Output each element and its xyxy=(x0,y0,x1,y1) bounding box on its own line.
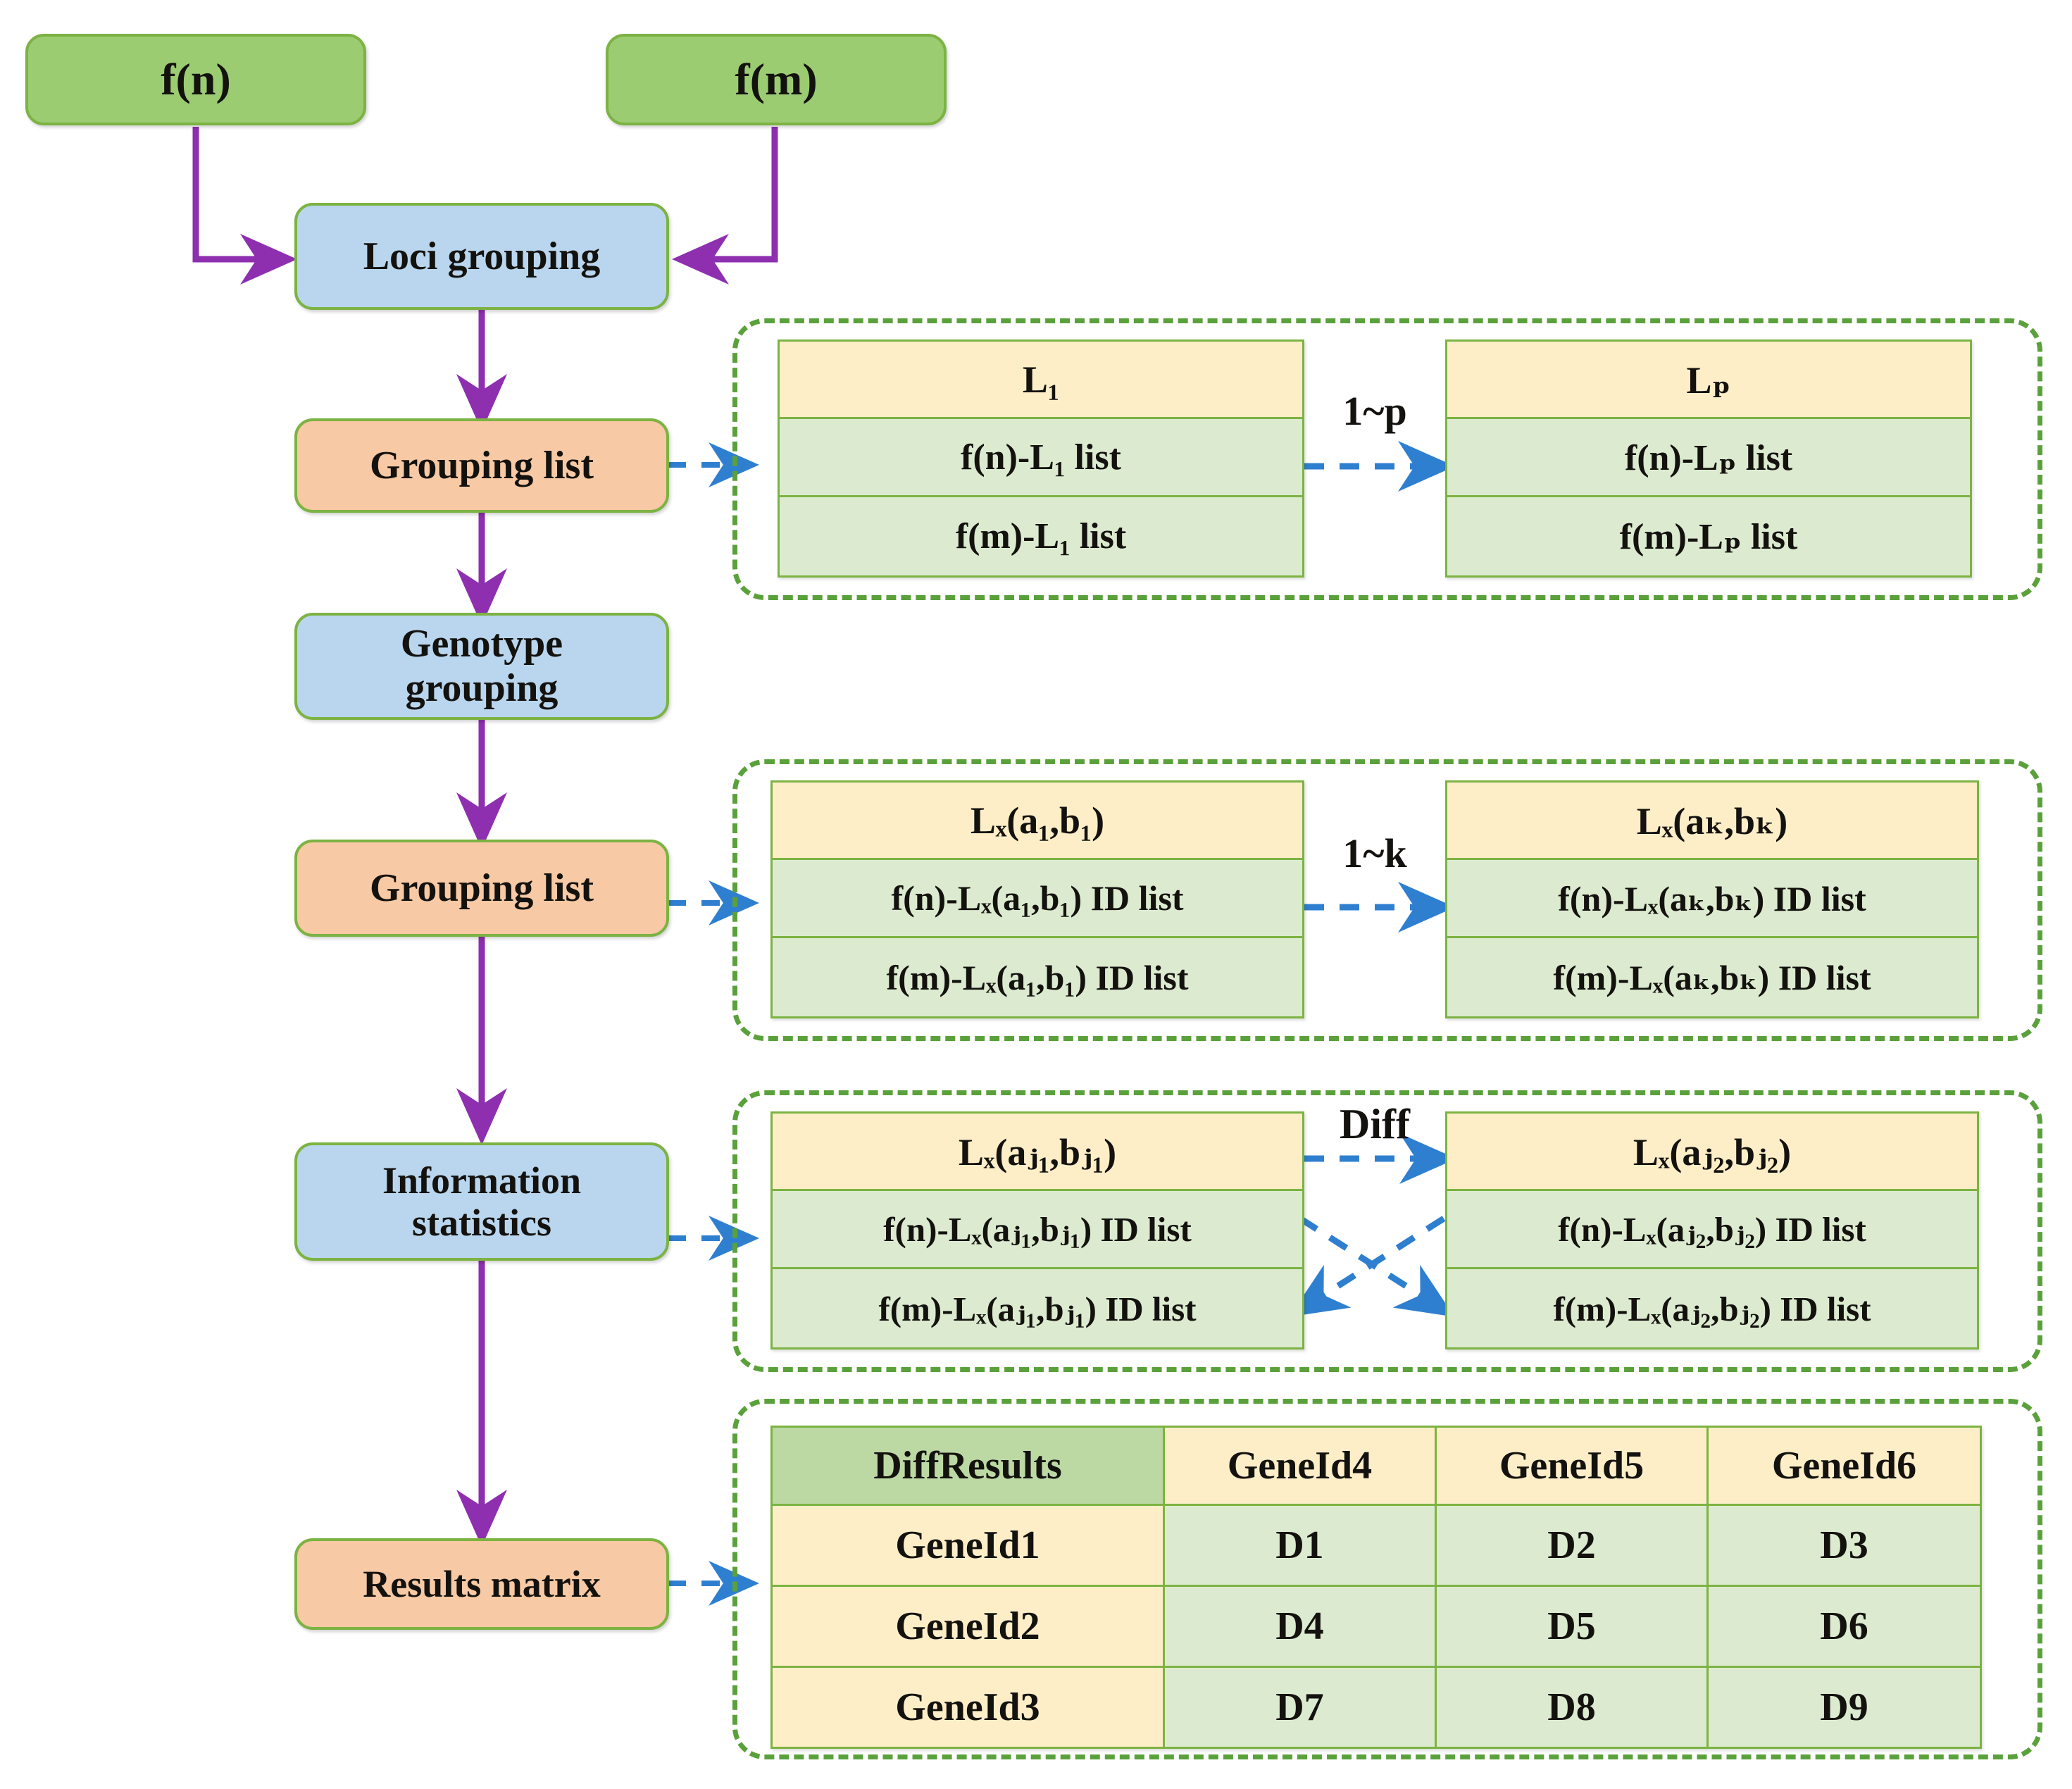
results-matrix-table[interactable]: DiffResults GeneId4 GeneId5 GeneId6 Gene… xyxy=(770,1426,1982,1749)
loop-label-1-to-p: 1~p xyxy=(1342,388,1407,434)
table-row: GeneId1 D1 D2 D3 xyxy=(770,1504,1982,1587)
flow-node-grouping-list-1[interactable]: Grouping list xyxy=(294,418,669,513)
matrix-cell: D5 xyxy=(1434,1585,1709,1668)
matrix-cell: D6 xyxy=(1706,1585,1982,1668)
matrix-cell: D8 xyxy=(1434,1666,1709,1749)
card-row-fm: f(m)-L₁ list xyxy=(780,497,1302,575)
table-row: GeneId2 D4 D5 D6 xyxy=(770,1585,1982,1668)
column-header-2: GeneId5 xyxy=(1434,1426,1709,1506)
flow-node-results-matrix-label: Results matrix xyxy=(363,1562,601,1605)
card-head: Lₓ(a₁,b₁) xyxy=(773,783,1302,861)
input-node-fm[interactable]: f(m) xyxy=(606,34,947,125)
card-row-fn: f(n)-Lₚ list xyxy=(1447,419,1970,498)
loci-grouping-panel-container xyxy=(732,318,2042,600)
row-header-2: GeneId2 xyxy=(770,1585,1165,1668)
diff-panel-container xyxy=(732,1090,2042,1372)
matrix-cell: D9 xyxy=(1706,1666,1982,1749)
card-row-fn: f(n)-L₁ list xyxy=(780,419,1302,498)
loci-grouping-card-l1[interactable]: L₁ f(n)-L₁ list f(m)-L₁ list xyxy=(778,339,1304,578)
loci-grouping-card-lp[interactable]: Lₚ f(n)-Lₚ list f(m)-Lₚ list xyxy=(1445,339,1972,578)
results-matrix-panel-container xyxy=(732,1399,2042,1759)
genotype-grouping-panel-container xyxy=(732,759,2042,1041)
flow-node-loci-grouping-label: Loci grouping xyxy=(363,234,601,278)
matrix-cell: D4 xyxy=(1162,1585,1437,1668)
flow-node-genotype-grouping[interactable]: Genotype grouping xyxy=(294,613,669,720)
loop-label-diff: Diff xyxy=(1340,1101,1410,1147)
card-row-fm: f(m)-Lₓ(a₁,b₁) ID list xyxy=(773,938,1302,1016)
row-header-3: GeneId3 xyxy=(770,1666,1165,1749)
card-head: Lₓ(aₖ,bₖ) xyxy=(1447,783,1977,861)
card-row-fm: f(m)-Lₓ(aⱼ₂,bⱼ₂) ID list xyxy=(1447,1269,1977,1347)
card-head: Lₓ(aⱼ₂,bⱼ₂) xyxy=(1447,1114,1977,1192)
arrow-fn-to-loci xyxy=(192,127,297,285)
matrix-cell: D7 xyxy=(1162,1666,1437,1749)
diff-card-j1[interactable]: Lₓ(aⱼ₁,bⱼ₁) f(n)-Lₓ(aⱼ₁,bⱼ₁) ID list f(m… xyxy=(770,1111,1304,1349)
input-node-fn-label: f(n) xyxy=(161,54,231,105)
flow-node-information-statistics[interactable]: Information statistics xyxy=(294,1142,669,1261)
table-row: GeneId3 D7 D8 D9 xyxy=(770,1666,1982,1749)
flow-node-genotype-grouping-label-line2: grouping xyxy=(405,666,558,710)
matrix-cell: D3 xyxy=(1706,1504,1982,1587)
card-row-fm: f(m)-Lₓ(aₖ,bₖ) ID list xyxy=(1447,938,1977,1016)
card-row-fm: f(m)-Lₚ list xyxy=(1447,497,1970,575)
genotype-grouping-card-a1b1[interactable]: Lₓ(a₁,b₁) f(n)-Lₓ(a₁,b₁) ID list f(m)-Lₓ… xyxy=(770,780,1304,1018)
diff-card-j2[interactable]: Lₓ(aⱼ₂,bⱼ₂) f(n)-Lₓ(aⱼ₂,bⱼ₂) ID list f(m… xyxy=(1445,1111,1979,1349)
matrix-cell: D2 xyxy=(1434,1504,1709,1587)
flow-node-information-statistics-label-line2: statistics xyxy=(412,1202,551,1244)
loop-label-1-to-k: 1~k xyxy=(1342,830,1407,876)
flow-node-results-matrix[interactable]: Results matrix xyxy=(294,1538,669,1630)
card-row-fn: f(n)-Lₓ(a₁,b₁) ID list xyxy=(773,860,1302,939)
row-header-1: GeneId1 xyxy=(770,1504,1165,1587)
flow-node-grouping-list-2-label: Grouping list xyxy=(370,866,594,910)
flow-node-genotype-grouping-label-line1: Genotype xyxy=(400,622,563,666)
flow-node-loci-grouping[interactable]: Loci grouping xyxy=(294,203,669,310)
card-head: Lₓ(aⱼ₁,bⱼ₁) xyxy=(773,1114,1302,1192)
input-node-fn[interactable]: f(n) xyxy=(25,34,366,125)
table-row-header: DiffResults GeneId4 GeneId5 GeneId6 xyxy=(770,1426,1982,1506)
card-row-fn: f(n)-Lₓ(aₖ,bₖ) ID list xyxy=(1447,860,1977,939)
flow-node-information-statistics-label-line1: Information xyxy=(382,1159,581,1202)
card-head: L₁ xyxy=(780,342,1302,420)
column-header-1: GeneId4 xyxy=(1162,1426,1437,1506)
flow-node-grouping-list-2[interactable]: Grouping list xyxy=(294,840,669,937)
matrix-cell: D1 xyxy=(1162,1504,1437,1587)
card-head: Lₚ xyxy=(1447,342,1970,420)
matrix-corner-cell: DiffResults xyxy=(770,1426,1165,1506)
arrow-fm-to-loci xyxy=(672,127,778,285)
card-row-fn: f(n)-Lₓ(aⱼ₂,bⱼ₂) ID list xyxy=(1447,1191,1977,1270)
input-node-fm-label: f(m) xyxy=(735,54,818,105)
card-row-fn: f(n)-Lₓ(aⱼ₁,bⱼ₁) ID list xyxy=(773,1191,1302,1270)
card-row-fm: f(m)-Lₓ(aⱼ₁,bⱼ₁) ID list xyxy=(773,1269,1302,1347)
column-header-3: GeneId6 xyxy=(1706,1426,1982,1506)
flow-node-grouping-list-1-label: Grouping list xyxy=(370,443,594,487)
genotype-grouping-card-akbk[interactable]: Lₓ(aₖ,bₖ) f(n)-Lₓ(aₖ,bₖ) ID list f(m)-Lₓ… xyxy=(1445,780,1979,1018)
